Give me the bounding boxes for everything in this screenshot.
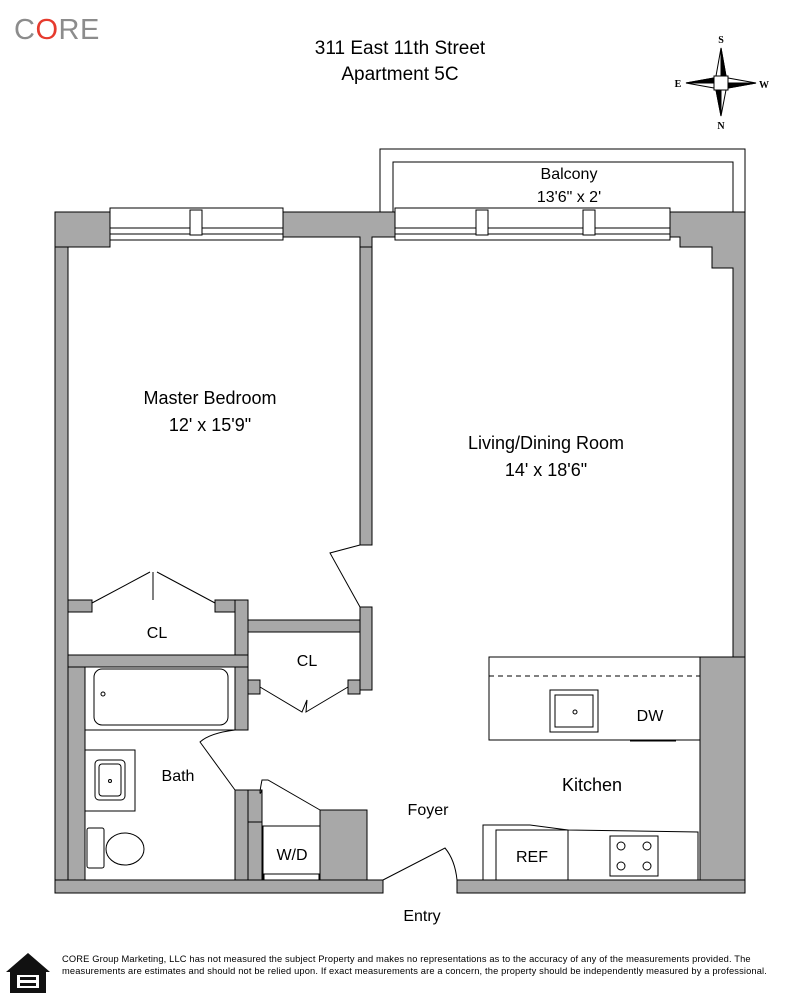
compass-icon [685,47,757,117]
bathroom-sink [84,749,136,812]
living-dining-label: Living/Dining Room [468,433,624,453]
foyer-label: Foyer [408,802,450,819]
dishwasher-label: DW [637,708,665,725]
bathtub [84,666,236,731]
living-dining-dims: 14' x 18'6" [505,460,587,480]
kitchen-island [488,656,701,742]
doors [91,544,458,881]
balcony [379,148,746,212]
washer-dryer [262,825,321,881]
bath-label: Bath [162,768,195,785]
logo-letter: O [35,14,59,46]
balcony-dims: 13'6" x 2' [537,189,601,206]
logo-letter: RE [58,14,100,46]
core-logo: CORE [14,14,100,47]
toilet [86,827,145,869]
hall-closet-label: CL [297,653,318,670]
master-bedroom-dims: 12' x 15'9" [169,415,251,435]
windows [109,207,671,241]
master-bedroom-label: Master Bedroom [143,388,276,408]
walls [54,211,746,894]
compass-west: W [759,80,769,91]
address: 311 East 11th Street [314,38,486,59]
compass-east: E [675,79,682,90]
entry-label: Entry [403,908,440,925]
refrigerator-label: REF [516,849,548,866]
bedroom-closet-label: CL [147,625,168,642]
kitchen-counter [482,824,699,881]
unit-number: Apartment 5C [341,64,459,85]
compass-north: N [717,121,725,132]
balcony-label: Balcony [541,166,598,183]
logo-letter: C [14,14,36,46]
kitchen-label: Kitchen [562,775,622,795]
equal-housing-opportunity-icon [6,953,50,993]
compass-south: S [718,35,724,46]
washer-dryer-label: W/D [276,847,307,864]
disclaimer: CORE Group Marketing, LLC has not measur… [62,954,767,976]
